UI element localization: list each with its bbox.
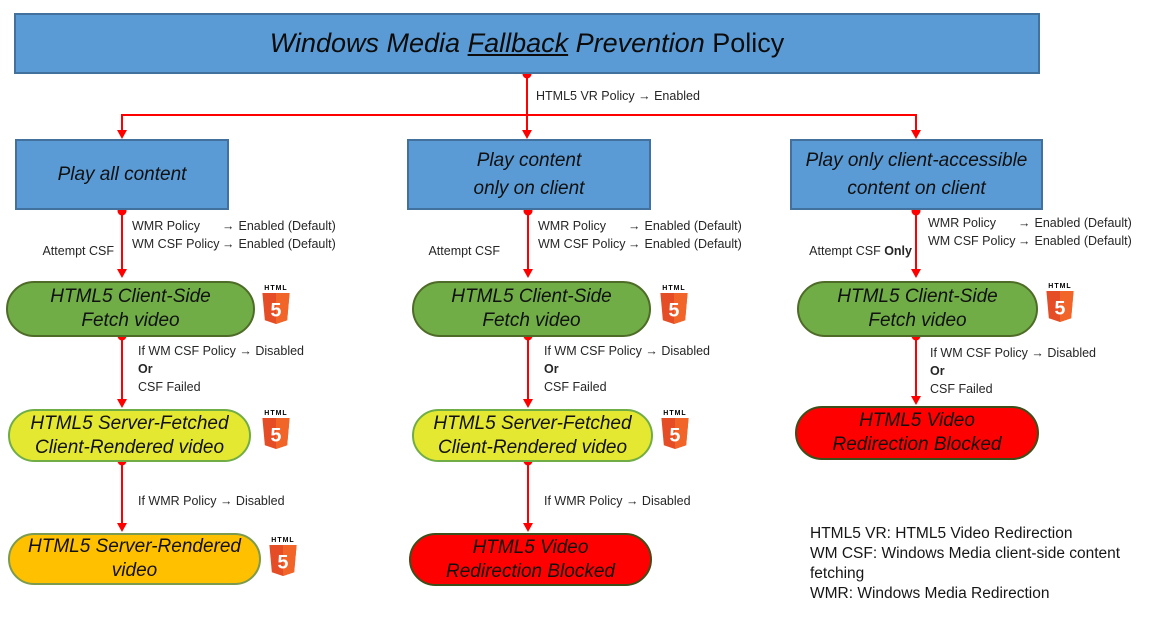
attempt-csf-only-label-col3: Attempt CSF Only	[809, 244, 912, 258]
policy-defaults-label-col3: WMR Policy→Enabled (Default) WM CSF Poli…	[928, 216, 1132, 248]
title-banner: Windows Media Fallback Prevention Policy	[14, 13, 1040, 74]
root-policy-label: HTML5 VR Policy → Enabled	[536, 89, 700, 103]
connector-col2-fetch-to-server	[523, 331, 533, 408]
node-video-redirection-blocked-col3: HTML5 Video Redirection Blocked	[795, 406, 1039, 460]
html5-logo-icon: HTML 5	[261, 409, 291, 454]
connector-col3-header-to-fetch	[911, 206, 921, 278]
connector-col1-server-to-final	[117, 456, 127, 532]
policy-defaults-label-col1: WMR Policy→Enabled (Default) WM CSF Poli…	[132, 219, 336, 251]
svg-text:5: 5	[271, 299, 282, 321]
html5-logo-icon: HTML 5	[261, 284, 291, 329]
csf-disabled-condition-label-col1: If WM CSF Policy → Disabled Or CSF Faile…	[138, 344, 305, 394]
connector-col1-fetch-to-server	[117, 331, 127, 408]
legend-line-wm-csf: WM CSF: Windows Media client-side conten…	[810, 545, 1121, 582]
svg-text:5: 5	[669, 299, 680, 321]
svg-text:5: 5	[1055, 297, 1066, 319]
legend-line-html5-vr: HTML5 VR: HTML5 Video Redirection	[810, 525, 1073, 542]
csf-disabled-condition-label-col2: If WM CSF Policy → Disabled Or CSF Faile…	[544, 344, 711, 394]
legend: HTML5 VR: HTML5 Video Redirection WM CSF…	[810, 524, 1142, 604]
legend-line-wmr: WMR: Windows Media Redirection	[810, 585, 1050, 602]
node-html5-server-fetched-col1: HTML5 Server-Fetched Client-Rendered vid…	[8, 409, 251, 462]
csf-disabled-condition-label-col3: If WM CSF Policy → Disabled Or CSF Faile…	[930, 346, 1097, 396]
header-box-play-content-only-on-client: Play content only on client	[407, 139, 651, 210]
connector-col2-server-to-blocked	[523, 456, 533, 532]
svg-text:5: 5	[271, 424, 282, 446]
html5-logo-icon: HTML 5	[1045, 282, 1075, 327]
attempt-csf-label-col1: Attempt CSF	[42, 244, 114, 258]
wmr-disabled-condition-label-col2: If WMR Policy → Disabled	[544, 494, 691, 508]
html5-shield-icon: 5	[269, 545, 297, 576]
attempt-csf-label-col2: Attempt CSF	[428, 244, 500, 258]
html5-shield-icon: 5	[262, 418, 290, 449]
header-box-play-only-client-accessible: Play only client-accessible content on c…	[790, 139, 1043, 210]
node-video-redirection-blocked-col2: HTML5 Video Redirection Blocked	[409, 533, 652, 586]
html5-logo-icon: HTML 5	[660, 409, 690, 454]
html5-logo-icon: HTML 5	[659, 284, 689, 329]
node-html5-client-side-fetch-col2: HTML5 Client-Side Fetch video	[412, 281, 651, 337]
html5-shield-icon: 5	[1046, 291, 1074, 322]
html5-shield-icon: 5	[262, 293, 290, 324]
connector-col3-fetch-to-blocked	[911, 331, 921, 405]
connector-col2-header-to-fetch	[523, 206, 533, 278]
node-html5-client-side-fetch-col1: HTML5 Client-Side Fetch video	[6, 281, 255, 337]
connector-col1-header-to-fetch	[117, 206, 127, 278]
connector-root	[117, 69, 921, 139]
node-html5-client-side-fetch-col3: HTML5 Client-Side Fetch video	[797, 281, 1038, 337]
node-html5-server-rendered-col1: HTML5 Server-Rendered video	[8, 533, 261, 585]
svg-text:5: 5	[670, 424, 681, 446]
node-html5-server-fetched-col2: HTML5 Server-Fetched Client-Rendered vid…	[412, 409, 653, 462]
header-box-play-all-content: Play all content	[15, 139, 229, 210]
page-title: Windows Media Fallback Prevention Policy	[269, 28, 785, 58]
html5-logo-icon: HTML 5	[268, 536, 298, 581]
wmr-disabled-condition-label-col1: If WMR Policy → Disabled	[138, 494, 285, 508]
svg-text:5: 5	[278, 551, 289, 573]
policy-defaults-label-col2: WMR Policy→Enabled (Default) WM CSF Poli…	[538, 219, 742, 251]
html5-shield-icon: 5	[661, 418, 689, 449]
html5-shield-icon: 5	[660, 293, 688, 324]
